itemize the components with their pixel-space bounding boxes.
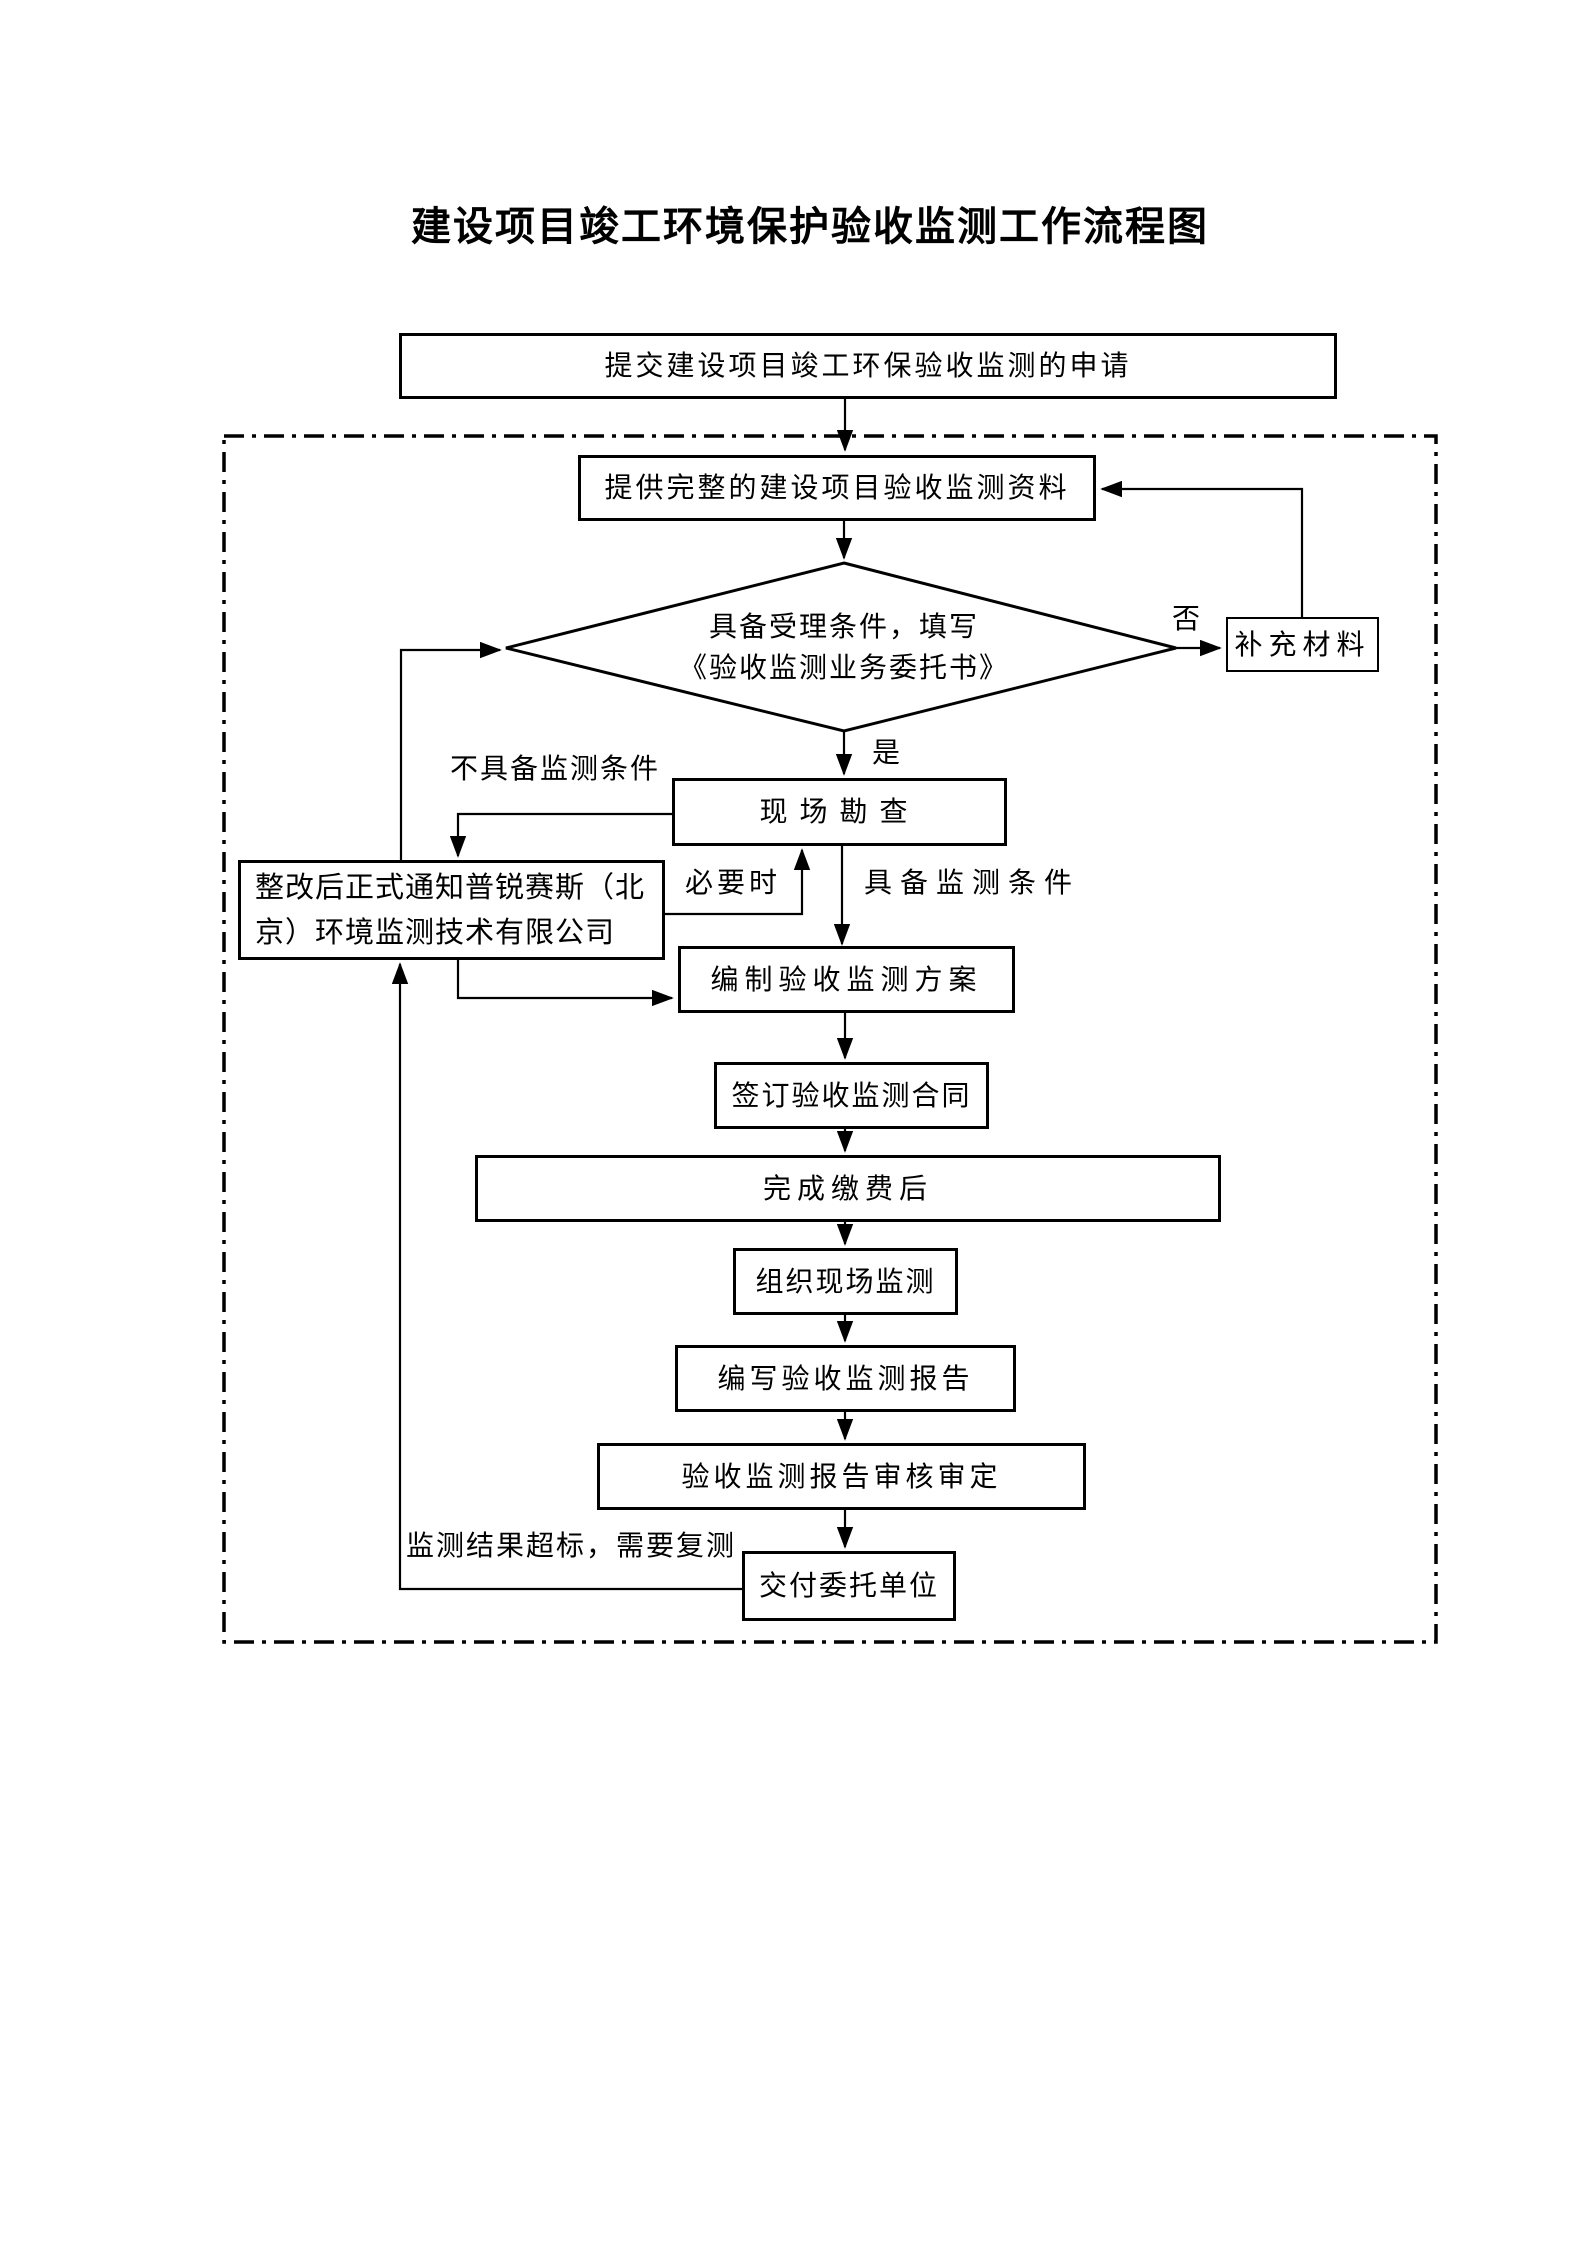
edge-label-not-qualified: 不具备监测条件 <box>450 747 661 787</box>
node-contract: 签订验收监测合同 <box>714 1062 989 1129</box>
node-review: 验收监测报告审核审定 <box>597 1443 1086 1510</box>
node-payment: 完成缴费后 <box>475 1155 1221 1222</box>
node-supplement: 补充材料 <box>1226 617 1379 672</box>
decision-line1: 具备受理条件，填写 <box>708 610 979 644</box>
decision-line2: 《验收监测业务委托书》 <box>678 651 1009 684</box>
notify-line1: 整改后正式通知普锐赛斯（北 <box>255 870 646 905</box>
node-notify: 整改后正式通知普锐赛斯（北 京）环境监测技术有限公司 <box>238 860 665 960</box>
edge-notify-survey-necessary <box>665 848 811 916</box>
node-plan: 编制验收监测方案 <box>678 946 1015 1013</box>
node-apply: 提交建设项目竣工环保验收监测的申请 <box>399 333 1337 399</box>
node-report: 编写验收监测报告 <box>675 1345 1016 1412</box>
edge-label-retest: 监测结果超标，需要复测 <box>406 1524 737 1564</box>
edge-deliver-notify-retest <box>391 962 742 1591</box>
edge-label-yes: 是 <box>872 731 901 771</box>
node-provide: 提供完整的建设项目验收监测资料 <box>578 455 1096 521</box>
edge-label-no: 否 <box>1172 597 1201 637</box>
edge-notify-decision <box>399 641 502 860</box>
node-survey: 现场勘查 <box>672 778 1007 846</box>
edge-survey-notify <box>449 812 672 858</box>
edge-label-when-necessary: 必要时 <box>685 861 782 901</box>
notify-line2: 京）环境监测技术有限公司 <box>255 915 616 949</box>
node-monitor: 组织现场监测 <box>733 1248 958 1315</box>
edge-supplement-provide <box>1100 480 1304 617</box>
node-decision: 具备受理条件，填写 《验收监测业务委托书》 <box>584 601 1104 695</box>
node-deliver: 交付委托单位 <box>742 1551 956 1621</box>
edge-notify-plan <box>456 960 674 1007</box>
dashed-boundary <box>222 434 1438 1644</box>
page-title: 建设项目竣工环境保护验收监测工作流程图 <box>411 205 1209 249</box>
edge-label-qualified: 具备监测条件 <box>864 861 1081 901</box>
